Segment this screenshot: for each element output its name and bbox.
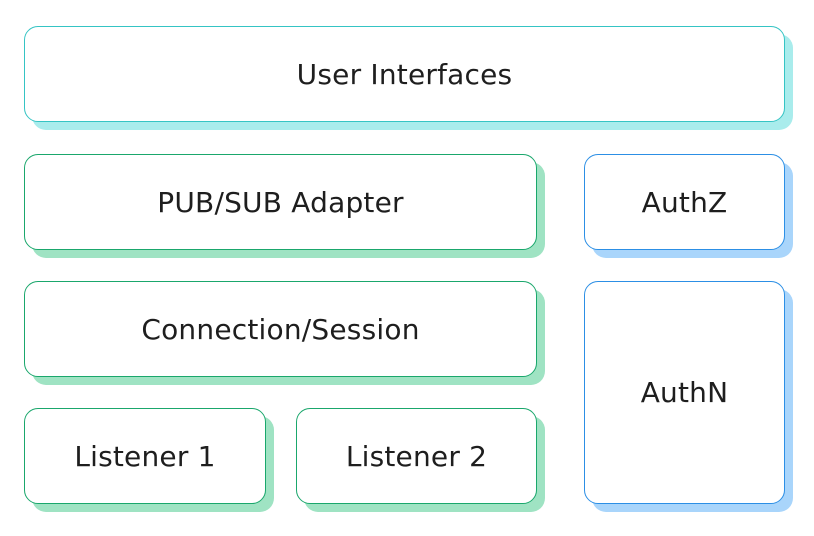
pubsub-adapter-label: PUB/SUB Adapter	[157, 185, 404, 219]
authn-box: AuthN	[584, 281, 785, 504]
listener-1-box: Listener 1	[24, 408, 266, 504]
user-interfaces-box: User Interfaces	[24, 26, 785, 122]
connection-session-label: Connection/Session	[141, 312, 420, 346]
listener-2-box: Listener 2	[296, 408, 537, 504]
listener-1-label: Listener 1	[74, 439, 216, 473]
connection-session-box: Connection/Session	[24, 281, 537, 377]
authz-label: AuthZ	[641, 185, 728, 219]
authn-label: AuthN	[640, 376, 729, 409]
pubsub-adapter-box: PUB/SUB Adapter	[24, 154, 537, 250]
user-interfaces-label: User Interfaces	[296, 57, 513, 91]
authz-box: AuthZ	[584, 154, 785, 250]
listener-2-label: Listener 2	[345, 439, 488, 473]
